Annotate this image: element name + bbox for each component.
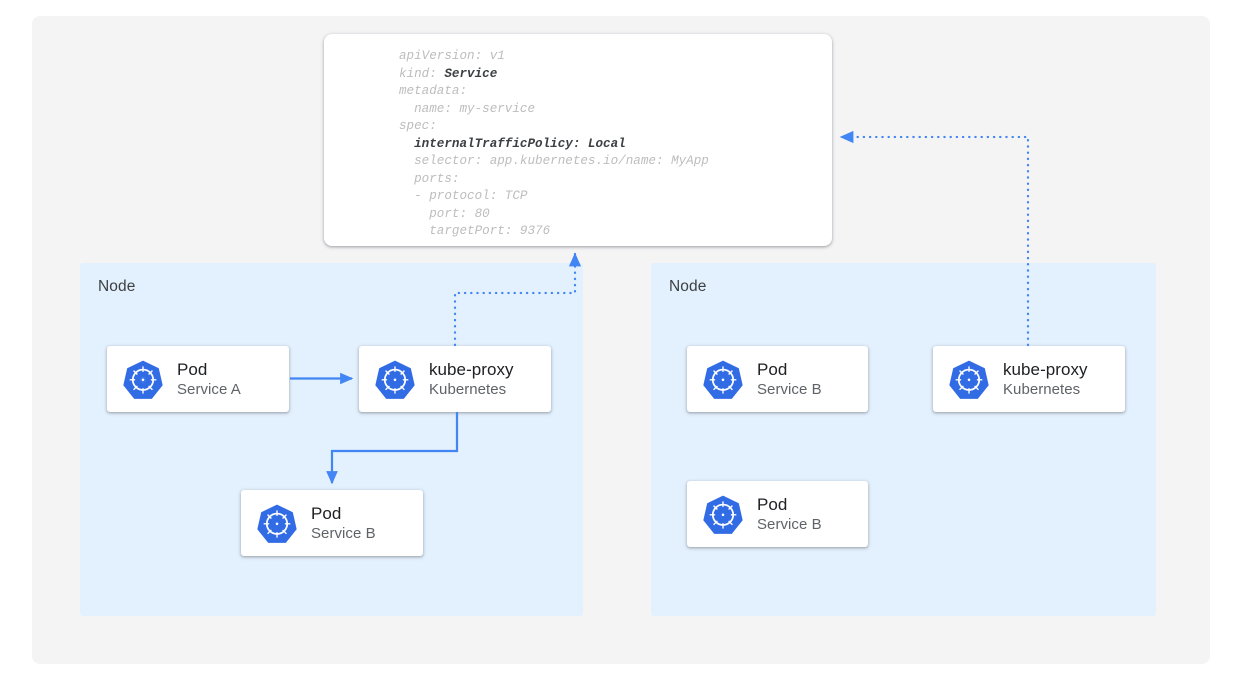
card-pod-service-b-right-bottom[interactable]: Pod Service B bbox=[687, 481, 868, 547]
service-yaml-text: apiVersion: v1 kind: Service metadata: nam… bbox=[399, 48, 709, 241]
node-container-right: Node bbox=[651, 263, 1156, 616]
card-subtitle: Kubernetes bbox=[429, 380, 507, 398]
card-title: Pod bbox=[311, 503, 342, 523]
card-text: Pod Service A bbox=[177, 359, 241, 400]
card-text: kube-proxy Kubernetes bbox=[1003, 359, 1088, 400]
yaml-line: - protocol: TCP bbox=[399, 189, 528, 204]
kubernetes-icon bbox=[123, 359, 163, 399]
card-pod-service-b-right-top[interactable]: Pod Service B bbox=[687, 346, 868, 412]
card-kube-proxy-right[interactable]: kube-proxy Kubernetes bbox=[933, 346, 1125, 412]
kubernetes-icon bbox=[703, 494, 743, 534]
node-label-left: Node bbox=[98, 278, 136, 295]
yaml-line: targetPort: 9376 bbox=[399, 224, 551, 239]
kubernetes-icon bbox=[703, 359, 743, 399]
yaml-line: name: my-service bbox=[399, 101, 536, 116]
yaml-line: internalTrafficPolicy: Local bbox=[399, 136, 626, 151]
yaml-line: port: 80 bbox=[399, 206, 490, 221]
card-text: Pod Service B bbox=[757, 494, 822, 535]
yaml-line: kind: Service bbox=[399, 66, 498, 81]
yaml-line: spec: bbox=[399, 119, 437, 134]
diagram-canvas: Node Node apiVersion: v1 kind: Service met… bbox=[32, 16, 1210, 664]
node-label-right: Node bbox=[669, 278, 707, 295]
card-subtitle: Service B bbox=[757, 380, 822, 398]
card-title: kube-proxy bbox=[429, 359, 514, 379]
yaml-line: selector: app.kubernetes.io/name: MyApp bbox=[399, 154, 709, 169]
service-yaml-card: apiVersion: v1 kind: Service metadata: nam… bbox=[324, 34, 832, 246]
kubernetes-icon bbox=[375, 359, 415, 399]
card-text: Pod Service B bbox=[757, 359, 822, 400]
card-subtitle: Service B bbox=[757, 515, 822, 533]
card-title: Pod bbox=[177, 359, 208, 379]
yaml-line: ports: bbox=[399, 171, 460, 186]
card-kube-proxy-left[interactable]: kube-proxy Kubernetes bbox=[359, 346, 551, 412]
kubernetes-icon bbox=[257, 503, 297, 543]
card-subtitle: Service A bbox=[177, 380, 241, 398]
node-container-left: Node bbox=[80, 263, 583, 616]
card-subtitle: Kubernetes bbox=[1003, 380, 1081, 398]
card-subtitle: Service B bbox=[311, 524, 376, 542]
card-title: Pod bbox=[757, 494, 788, 514]
card-title: kube-proxy bbox=[1003, 359, 1088, 379]
card-pod-service-b-left[interactable]: Pod Service B bbox=[241, 490, 423, 556]
card-title: Pod bbox=[757, 359, 788, 379]
card-text: kube-proxy Kubernetes bbox=[429, 359, 514, 400]
kubernetes-icon bbox=[949, 359, 989, 399]
yaml-line: metadata: bbox=[399, 84, 468, 99]
card-text: Pod Service B bbox=[311, 503, 376, 544]
yaml-line: apiVersion: v1 bbox=[399, 49, 505, 63]
card-pod-service-a[interactable]: Pod Service A bbox=[107, 346, 289, 412]
